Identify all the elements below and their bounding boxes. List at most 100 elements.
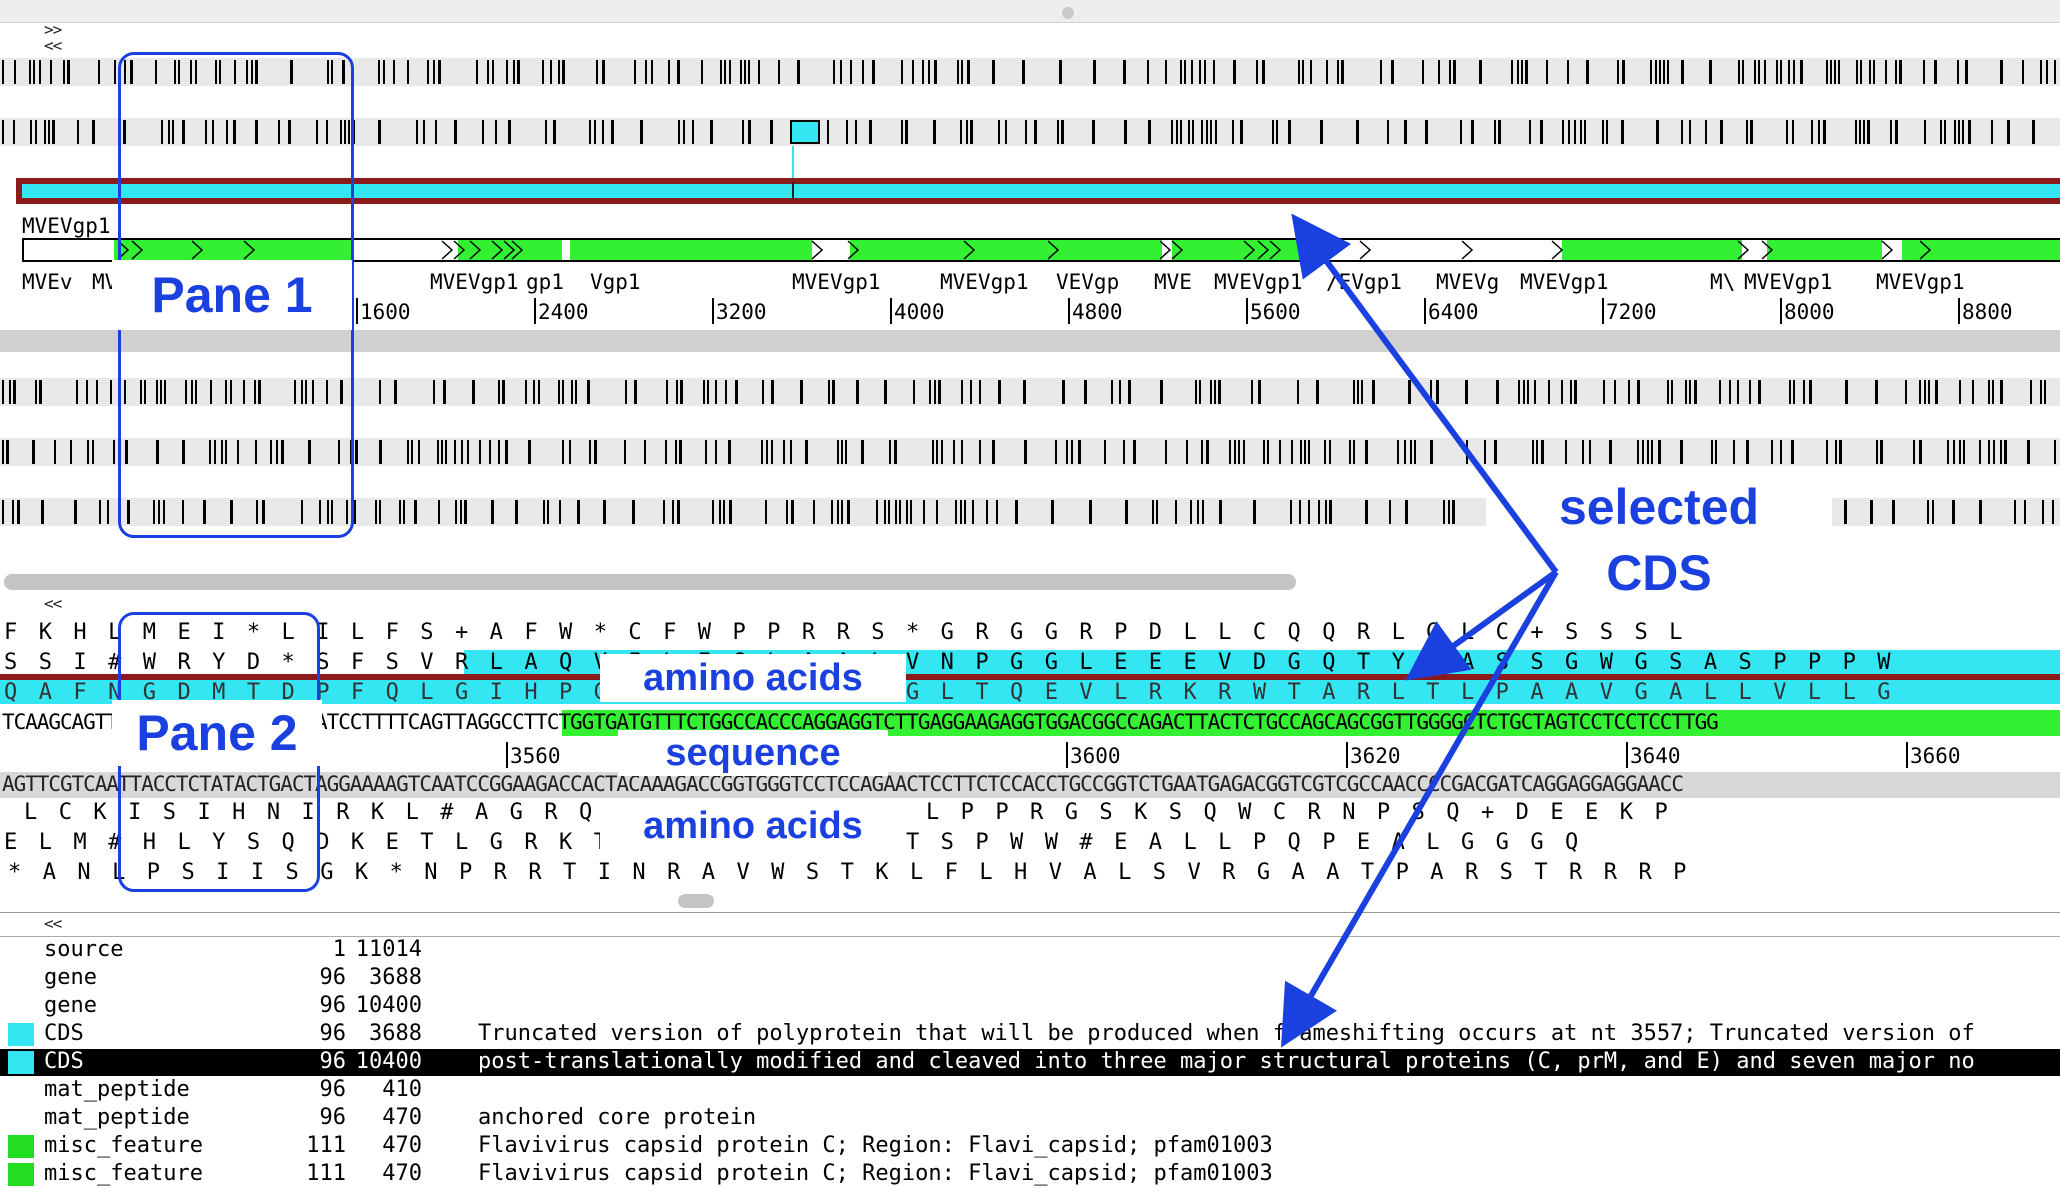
stop-codon-tick [226,120,228,144]
gene-label[interactable]: MVEVgp1 [1214,270,1303,294]
gene-label[interactable]: MVE [1154,270,1192,294]
selected-frameshift-marker[interactable] [790,120,820,144]
stop-codon-tick [913,380,915,404]
stop-codon-tick [2054,60,2056,84]
gene-label[interactable]: Vgp1 [590,270,641,294]
stop-codon-tick [190,60,192,84]
feature-start: 1 [332,937,346,962]
collapse-button[interactable]: << [44,36,62,55]
feature-name: mat_peptide [44,1105,190,1130]
stop-codon-tick [1791,440,1794,464]
gene-label[interactable]: MVEVgp1 [430,270,519,294]
gene-label[interactable]: VEVgp [1056,270,1120,294]
stop-codon-tick [1071,440,1073,464]
expand-button[interactable]: >> [44,20,62,39]
gene-label[interactable]: MVEVgp1 [792,270,881,294]
stop-codon-tick [861,440,864,464]
gene-label[interactable]: MVEVgp1 [1876,270,1965,294]
stop-codon-tick [1251,380,1253,404]
marker-line [792,146,794,178]
stop-codon-tick [710,120,713,144]
gene-label[interactable]: MVEVg [1436,270,1500,294]
ruler-tick [356,298,358,324]
feature-direction-marker [117,240,130,260]
stop-codon-tick [1498,120,1501,144]
pane1-label: Pane 1 [112,260,352,330]
gene-label[interactable]: M\ [1710,270,1736,294]
stop-codon-tick [675,440,677,464]
gene-label[interactable]: MVEVgp1 [1520,270,1609,294]
stop-codon-tick [1733,440,1735,464]
stop-codon-tick [495,120,497,144]
stop-codon-tick [837,440,839,464]
stop-codon-tick [1188,120,1190,144]
gene-segment[interactable] [570,240,812,260]
stop-codon-tick [482,120,484,144]
collapse-button-3[interactable]: << [44,914,62,933]
stop-codon-tick [1749,380,1751,404]
stop-codon-tick [1089,500,1092,524]
stop-codon-tick [1838,60,1840,84]
gene-label[interactable]: gp1 [526,270,564,294]
stop-codon-tick [827,120,829,144]
collapse-button-2[interactable]: << [44,594,62,613]
gene-segment[interactable] [458,240,562,260]
stop-codon-tick [961,440,963,464]
gene-segment[interactable] [1562,240,1742,260]
stop-codon-tick [1325,500,1327,524]
gene-segment[interactable] [1767,240,1882,260]
stop-codon-tick [1803,380,1805,404]
gene-segment[interactable] [114,240,352,260]
gene-label[interactable]: MVEVgp1 [940,270,1029,294]
stop-codon-tick [1719,380,1721,404]
stop-codon-tick [99,500,101,524]
stop-codon-tick [383,60,385,84]
stop-codon-tick [379,440,382,464]
pane2-label: Pane 2 [112,700,322,766]
gene-label[interactable]: MVEv [22,270,73,294]
stop-codon-tick [262,500,265,524]
stop-codon-tick [833,60,835,84]
sequence-scrollbar[interactable] [678,894,714,908]
stop-codon-tick [703,380,705,404]
stop-codon-tick [1430,380,1432,404]
stop-codon-tick [1197,500,1199,524]
gene-segment[interactable] [1172,240,1322,260]
stop-codon-tick [1438,60,1440,84]
selected-cds-bar[interactable] [16,178,2060,204]
stop-codon-tick [1471,120,1474,144]
gene-feature-track[interactable] [22,238,2060,262]
gene-segment[interactable] [850,240,1162,260]
gene-segment[interactable] [1902,240,2060,260]
gene-label[interactable]: MVEVgp1 [1744,270,1833,294]
stop-codon-tick [1204,60,1206,84]
stop-codon-tick [1422,60,1424,84]
stop-codon-tick [1568,120,1570,144]
gene-label[interactable]: /EVgp1 [1326,270,1402,294]
stop-codon-tick [1580,120,1582,144]
stop-codon-tick [1962,120,1964,144]
stop-codon-tick [634,60,636,84]
stop-codon-tick [1361,380,1363,404]
stop-codon-tick [624,440,626,464]
stop-codon-tick [327,60,329,84]
stop-codon-tick [1924,120,1926,144]
stop-codon-tick [1460,120,1462,144]
feature-direction-marker [453,240,466,260]
stop-codon-tick [1637,440,1639,464]
stop-codon-tick [1776,60,1778,84]
stop-codon-tick [29,60,31,84]
overview-scrollbar[interactable] [4,574,1296,590]
split-handle[interactable] [1062,7,1074,19]
seq-ruler-tick [1626,742,1628,768]
